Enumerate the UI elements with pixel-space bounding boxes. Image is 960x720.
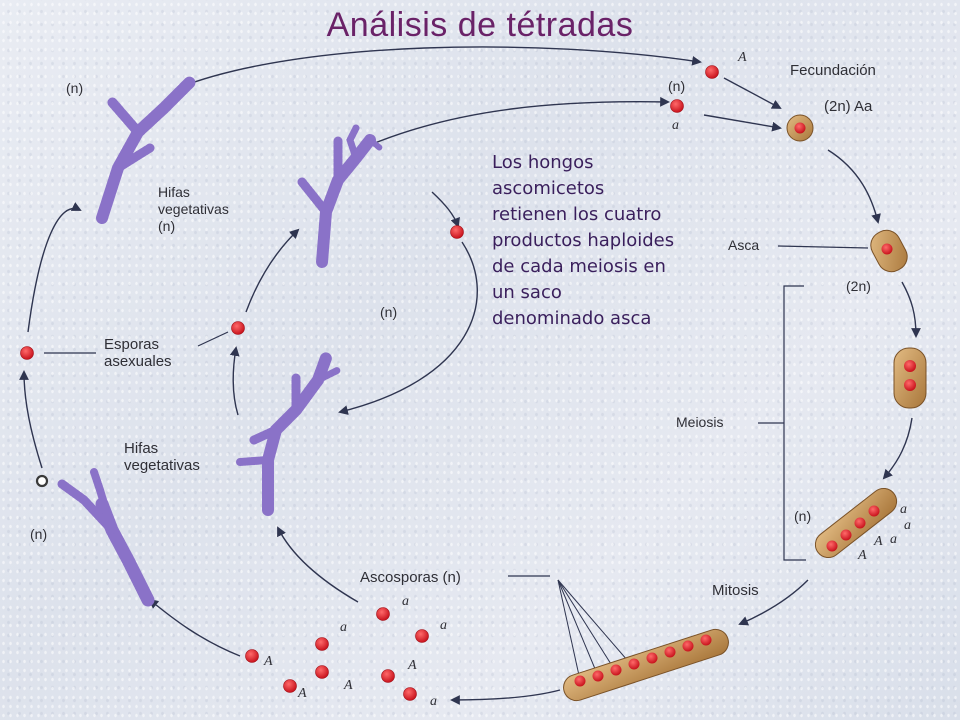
allele-A: A (738, 50, 747, 65)
label-ascosporas: Ascosporas (n) (360, 569, 461, 586)
arrow-top-outer (177, 46, 702, 89)
allele-A: A (344, 678, 353, 693)
description-line: ascomicetos (492, 178, 605, 199)
description-line: denominado asca (492, 308, 652, 329)
label-hifas-top: Hifas vegetativas (n) (158, 184, 229, 234)
ascospore-7 (283, 679, 297, 693)
arrow-hyphae-to-spore (229, 346, 240, 416)
label-n-bottom-left: (n) (30, 526, 48, 542)
germinating-spore (35, 474, 49, 488)
ascus-meiosis (893, 347, 927, 409)
arrow-spore-to-hyphae (245, 228, 300, 313)
label-meiosis: Meiosis (676, 414, 724, 430)
cell-A-top (705, 65, 719, 79)
cell-asexual-spore (231, 321, 245, 335)
arrow-to-ascus (827, 149, 881, 224)
ascospore-4 (245, 649, 259, 663)
label-n-top-left: (n) (66, 80, 84, 96)
allele-A: A (264, 654, 273, 669)
arrow-a-fecundacion (703, 114, 782, 132)
description-line: productos haploides (492, 230, 675, 251)
ascospore-6 (381, 669, 395, 683)
label-hifas-bottom: Hifas vegetativas (124, 440, 200, 474)
arrow-to-small-cell (431, 191, 460, 228)
cycle-arrows (19, 46, 921, 705)
label-asca: Asca (728, 237, 760, 253)
zygote-2n (786, 114, 814, 142)
label-2n-Aa: (2n) Aa (824, 98, 873, 115)
hyphae-top-left (96, 76, 196, 224)
arrow-to-ascospores (450, 689, 561, 705)
ascus-fan-lines (557, 579, 635, 681)
ascospore-3 (415, 629, 429, 643)
asci (563, 114, 927, 702)
ascus-mature (563, 628, 729, 702)
haploid-cells (20, 65, 719, 701)
ascospore-2 (315, 637, 329, 651)
allele-a: a (900, 502, 907, 517)
description-line: retienen los cuatro (492, 204, 662, 225)
label-2n: (2n) (846, 278, 871, 294)
arrow-to-hyphae-bottom (277, 526, 359, 603)
allele-A: A (298, 686, 307, 701)
ascospore-8 (403, 687, 417, 701)
cell-a-top (670, 99, 684, 113)
allele-a: a (402, 594, 409, 609)
allele-A: A (408, 658, 417, 673)
description-line: de cada meiosis en (492, 256, 666, 277)
ascus-tetrad (814, 487, 898, 559)
page-title: Análisis de tétradas (326, 6, 634, 44)
allele-A: A (874, 534, 883, 549)
allele-a: a (340, 620, 347, 635)
description-line: un saco (492, 282, 562, 303)
arrow-left-up (27, 202, 82, 333)
allele-a: a (440, 618, 447, 633)
hyphae-top-middle (297, 124, 383, 268)
arrow-inner-loop (338, 241, 478, 415)
arrow-to-meiosis (901, 281, 921, 338)
label-esporas: Esporas asexuales (104, 336, 172, 370)
arrow-to-tetrad (882, 417, 913, 480)
allele-a: a (672, 118, 679, 133)
allele-a: a (890, 532, 897, 547)
line-esporas-right (197, 331, 229, 347)
line-asca (777, 245, 869, 249)
label-n-inner: (n) (380, 304, 398, 320)
description-text: Los hongos ascomicetos retienen los cuat… (492, 150, 732, 332)
hyphae (57, 76, 383, 607)
cell-inner-spore (450, 225, 464, 239)
arrow-top-inner (369, 96, 670, 146)
label-n-fecundacion: (n) (668, 78, 686, 94)
arrow-left-lower (19, 370, 43, 469)
allele-a: a (904, 518, 911, 533)
label-fecundacion: Fecundación (790, 62, 876, 79)
arrow-A-fecundacion (723, 77, 782, 109)
ascospore-1 (376, 607, 390, 621)
label-mitosis: Mitosis (712, 582, 759, 599)
label-n-tetrad: (n) (794, 508, 812, 524)
allele-a: a (430, 694, 437, 709)
hyphae-middle-bottom (236, 352, 342, 516)
arrow-mitosis (738, 579, 809, 626)
arrow-to-germination (148, 598, 241, 657)
ascus-young (870, 229, 908, 273)
hyphae-bottom-left (57, 468, 155, 607)
cell-left-spore (20, 346, 34, 360)
allele-A: A (858, 548, 867, 563)
ascospore-5 (315, 665, 329, 679)
connector-lines (44, 245, 869, 577)
description-line: Los hongos (492, 152, 594, 173)
